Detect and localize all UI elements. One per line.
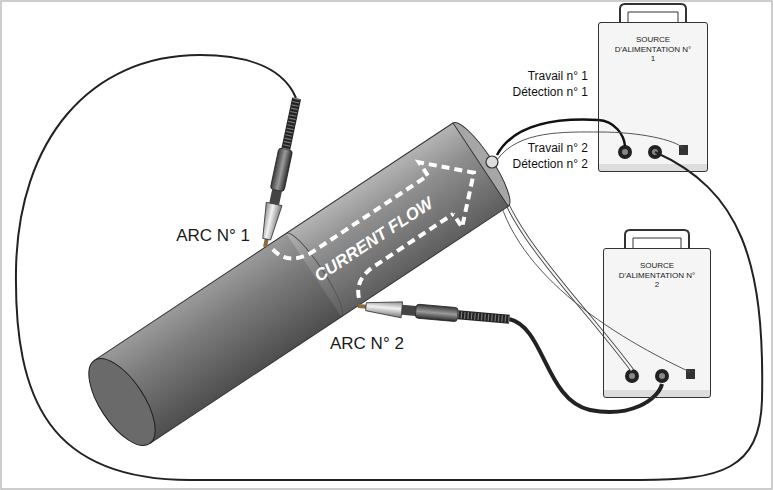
power-source-label: SOURCE D'ALIMENTATION N° 1 xyxy=(614,23,692,64)
power-source-body xyxy=(655,369,669,383)
pipe xyxy=(76,116,518,455)
cable-label: Détection n° 2 xyxy=(512,158,588,172)
cable xyxy=(495,168,632,370)
power-source-body xyxy=(629,373,635,379)
cable-label: Travail n° 2 xyxy=(528,142,588,156)
power-source-body xyxy=(599,164,707,171)
arc-label: ARC N° 1 xyxy=(176,226,250,246)
cable-label: Travail n° 1 xyxy=(528,70,588,84)
power-source-body xyxy=(598,22,708,172)
current-flow-arrow xyxy=(419,140,495,227)
power-source-box: SOURCE D'ALIMENTATION N° 1 xyxy=(598,22,708,172)
cable-label: Détection n° 1 xyxy=(512,86,588,100)
pipe xyxy=(453,116,518,206)
power-source-body xyxy=(625,369,639,383)
pipe xyxy=(94,123,453,360)
power-source-body xyxy=(633,238,681,248)
current-flow-arrow xyxy=(273,133,497,322)
cable xyxy=(495,168,632,370)
power-source-body xyxy=(625,230,689,248)
pipe xyxy=(150,206,509,443)
welding-torch xyxy=(257,97,304,249)
arc-label: ARC N° 2 xyxy=(330,334,404,354)
welding-torch xyxy=(357,298,510,327)
cable xyxy=(497,132,683,160)
power-source-body xyxy=(598,4,711,398)
power-source-body xyxy=(603,248,711,398)
power-source-body xyxy=(628,12,678,22)
power-source-body xyxy=(620,4,686,22)
current-flow-label: CURRENT FLOW xyxy=(311,194,437,286)
ground-clamp xyxy=(486,156,498,168)
power-source-body xyxy=(622,149,628,155)
power-source-body xyxy=(618,145,632,159)
cable xyxy=(509,319,662,412)
cable xyxy=(16,55,762,480)
cable xyxy=(16,55,762,480)
power-source-box: SOURCE D'ALIMENTATION N° 2 xyxy=(603,248,711,398)
power-source-body xyxy=(659,373,665,379)
pipe xyxy=(76,348,168,456)
power-source-label: SOURCE D'ALIMENTATION N° 2 xyxy=(618,249,696,290)
cable xyxy=(497,120,625,155)
power-source-body xyxy=(679,145,688,155)
